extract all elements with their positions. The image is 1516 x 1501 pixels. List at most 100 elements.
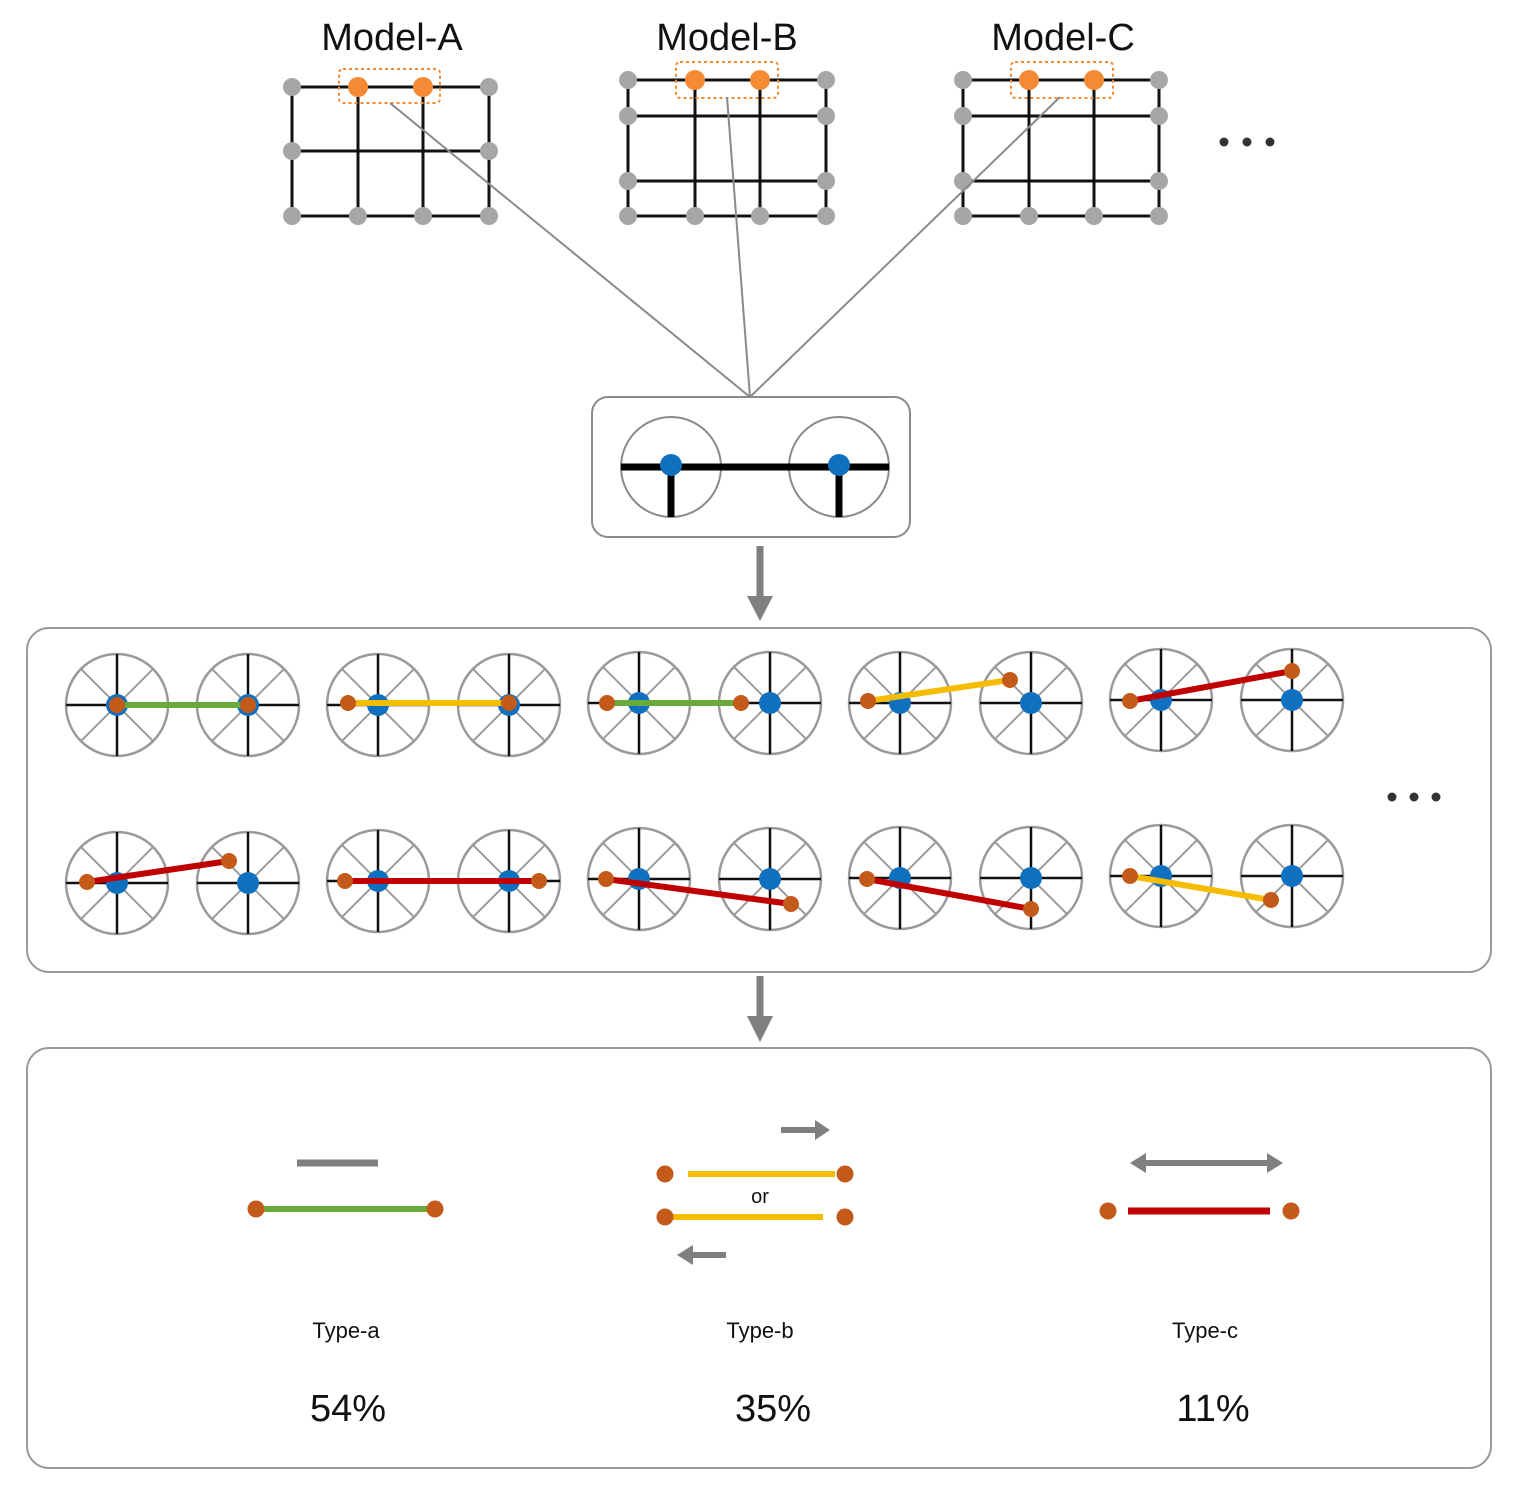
connector-line-c bbox=[749, 96, 1061, 398]
model-c-grid bbox=[954, 61, 1168, 225]
end-node bbox=[79, 874, 95, 890]
down-arrow-icon bbox=[747, 976, 773, 1042]
member-line bbox=[605, 876, 792, 907]
end-node bbox=[337, 873, 353, 889]
types-panel bbox=[26, 1047, 1492, 1469]
end-node bbox=[1284, 663, 1300, 679]
highlighted-node bbox=[1084, 70, 1104, 90]
model-b-grid bbox=[619, 61, 835, 225]
variant-pair bbox=[586, 826, 823, 932]
type-a-label: Type-a bbox=[312, 1318, 380, 1343]
grid-node bbox=[686, 207, 704, 225]
type-a-glyph bbox=[247, 1159, 444, 1218]
highlighted-node bbox=[1019, 70, 1039, 90]
variant-pair bbox=[847, 825, 1084, 931]
end-node bbox=[1122, 693, 1138, 709]
connector-line-b bbox=[726, 96, 751, 398]
grid-node bbox=[349, 207, 367, 225]
highlighted-node bbox=[413, 77, 433, 97]
end-node bbox=[860, 693, 876, 709]
grid-node bbox=[817, 107, 835, 125]
member-line bbox=[866, 876, 1032, 912]
highlighted-node bbox=[685, 70, 705, 90]
center-node bbox=[1020, 867, 1042, 889]
model-a-title: Model-A bbox=[321, 17, 463, 59]
type-c-glyph bbox=[1099, 1153, 1300, 1220]
grid-node bbox=[619, 172, 637, 190]
grid-node bbox=[954, 71, 972, 89]
center-node bbox=[759, 868, 781, 890]
joint-node-right bbox=[828, 454, 850, 476]
type-a-percent: 54% bbox=[310, 1388, 386, 1430]
grid-node bbox=[1150, 71, 1168, 89]
center-node bbox=[237, 872, 259, 894]
variant-pair bbox=[847, 650, 1084, 756]
grid-node bbox=[619, 107, 637, 125]
grid-node bbox=[414, 207, 432, 225]
model-connector-lines bbox=[389, 96, 1061, 398]
end-node bbox=[783, 896, 799, 912]
center-node bbox=[759, 692, 781, 714]
grid-node bbox=[954, 207, 972, 225]
variant-pair bbox=[64, 652, 301, 758]
grid-node bbox=[1020, 207, 1038, 225]
end-node bbox=[501, 695, 517, 711]
end-node bbox=[859, 871, 875, 887]
end-node bbox=[1002, 672, 1018, 688]
center-node bbox=[1281, 865, 1303, 887]
more-models-ellipsis-icon bbox=[1219, 137, 1275, 147]
end-node bbox=[733, 695, 749, 711]
type-b-label: Type-b bbox=[726, 1318, 793, 1343]
variant-pair bbox=[1108, 823, 1345, 929]
center-node bbox=[1020, 692, 1042, 714]
center-node bbox=[1281, 689, 1303, 711]
end-node bbox=[109, 697, 125, 713]
end-node bbox=[1122, 868, 1138, 884]
more-variants-ellipsis-icon bbox=[1387, 792, 1441, 802]
grid-node bbox=[817, 71, 835, 89]
type-c-label: Type-c bbox=[1172, 1318, 1238, 1343]
member-line bbox=[867, 677, 1011, 704]
end-node bbox=[599, 695, 615, 711]
model-b-title: Model-B bbox=[656, 17, 798, 59]
model-c-title: Model-C bbox=[991, 17, 1135, 59]
grid-node bbox=[1150, 207, 1168, 225]
type-b-glyph: or bbox=[656, 1120, 854, 1265]
member-line bbox=[86, 858, 230, 885]
end-node bbox=[340, 695, 356, 711]
grid-node bbox=[480, 78, 498, 96]
grid-node bbox=[1150, 107, 1168, 125]
down-arrow-icon bbox=[747, 546, 773, 621]
end-node bbox=[531, 873, 547, 889]
grid-node bbox=[817, 172, 835, 190]
end-node bbox=[1263, 892, 1279, 908]
end-node bbox=[221, 853, 237, 869]
end-node bbox=[1023, 901, 1039, 917]
grid-node bbox=[283, 207, 301, 225]
grid-node bbox=[954, 107, 972, 125]
member-line bbox=[1129, 668, 1293, 704]
type-b-or-text: or bbox=[751, 1186, 769, 1208]
grid-node bbox=[817, 207, 835, 225]
highlighted-node bbox=[750, 70, 770, 90]
deformation-variants bbox=[64, 647, 1345, 936]
grid-node bbox=[480, 207, 498, 225]
grid-node bbox=[1150, 172, 1168, 190]
variant-pair bbox=[325, 652, 562, 758]
variant-pair bbox=[325, 828, 562, 934]
type-b-percent: 35% bbox=[735, 1388, 811, 1430]
variant-pair bbox=[586, 650, 823, 756]
grid-node bbox=[283, 78, 301, 96]
grid-node bbox=[283, 142, 301, 160]
grid-node bbox=[480, 142, 498, 160]
member-line bbox=[1129, 873, 1272, 903]
variant-pair bbox=[1108, 647, 1345, 753]
end-node bbox=[240, 697, 256, 713]
connector-line-a bbox=[389, 102, 751, 398]
type-c-percent: 11% bbox=[1176, 1388, 1249, 1430]
grid-node bbox=[1085, 207, 1103, 225]
joint-detail-box bbox=[591, 396, 911, 538]
grid-node bbox=[619, 71, 637, 89]
